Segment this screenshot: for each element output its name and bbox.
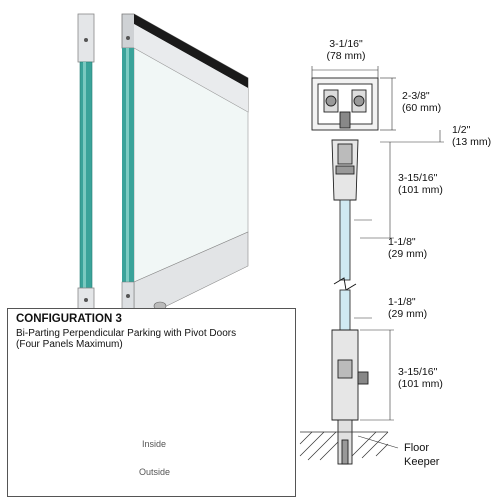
floor-keeper-label: Floor Keeper	[404, 441, 439, 469]
cross-section	[299, 66, 444, 465]
configuration-title: CONFIGURATION 3	[16, 313, 122, 325]
perspective-panel	[121, 13, 249, 323]
dim-top-clamp-mm: (101 mm)	[398, 184, 443, 196]
dim-bottom-clamp-mm: (101 mm)	[398, 378, 443, 390]
dim-top-clamp: 3-15/16" (101 mm)	[398, 172, 443, 196]
dim-rail-height: 2-3/8" (60 mm)	[402, 90, 441, 114]
dim-top-clamp-in: 3-15/16"	[398, 172, 438, 184]
configuration-description: Bi-Parting Perpendicular Parking with Pi…	[16, 328, 236, 350]
dim-rail-height-mm: (60 mm)	[402, 102, 442, 114]
dim-width-total-mm: (78 mm)	[326, 50, 366, 62]
dim-gap: 1/2" (13 mm)	[452, 124, 491, 148]
dim-width-total: 3-1/16" (78 mm)	[313, 38, 379, 62]
dim-glass-top: 1-1/8" (29 mm)	[388, 236, 427, 260]
dim-rail-height-in: 2-3/8"	[402, 90, 430, 102]
dim-glass-bottom-mm: (29 mm)	[388, 308, 428, 320]
dim-bottom-clamp: 3-15/16" (101 mm)	[398, 366, 443, 390]
dim-width-total-in: 3-1/16"	[329, 38, 363, 50]
dim-gap-mm: (13 mm)	[452, 136, 492, 148]
configuration-line1: Bi-Parting Perpendicular Parking with Pi…	[16, 328, 237, 339]
configuration-box: CONFIGURATION 3 Bi-Parting Perpendicular…	[7, 308, 296, 497]
outside-label: Outside	[139, 467, 171, 477]
dim-gap-in: 1/2"	[452, 124, 471, 136]
dim-bottom-clamp-in: 3-15/16"	[398, 366, 438, 378]
dim-glass-top-mm: (29 mm)	[388, 248, 428, 260]
configuration-line2: (Four Panels Maximum)	[16, 339, 123, 350]
floor-keeper-line2: Keeper	[404, 456, 440, 468]
floor-keeper-line1: Floor	[404, 442, 430, 454]
dim-glass-bottom-in: 1-1/8"	[388, 296, 416, 308]
dim-glass-top-in: 1-1/8"	[388, 236, 416, 248]
inside-label: Inside	[142, 439, 167, 449]
dim-glass-bottom: 1-1/8" (29 mm)	[388, 296, 427, 320]
edge-view-panel	[77, 13, 95, 325]
